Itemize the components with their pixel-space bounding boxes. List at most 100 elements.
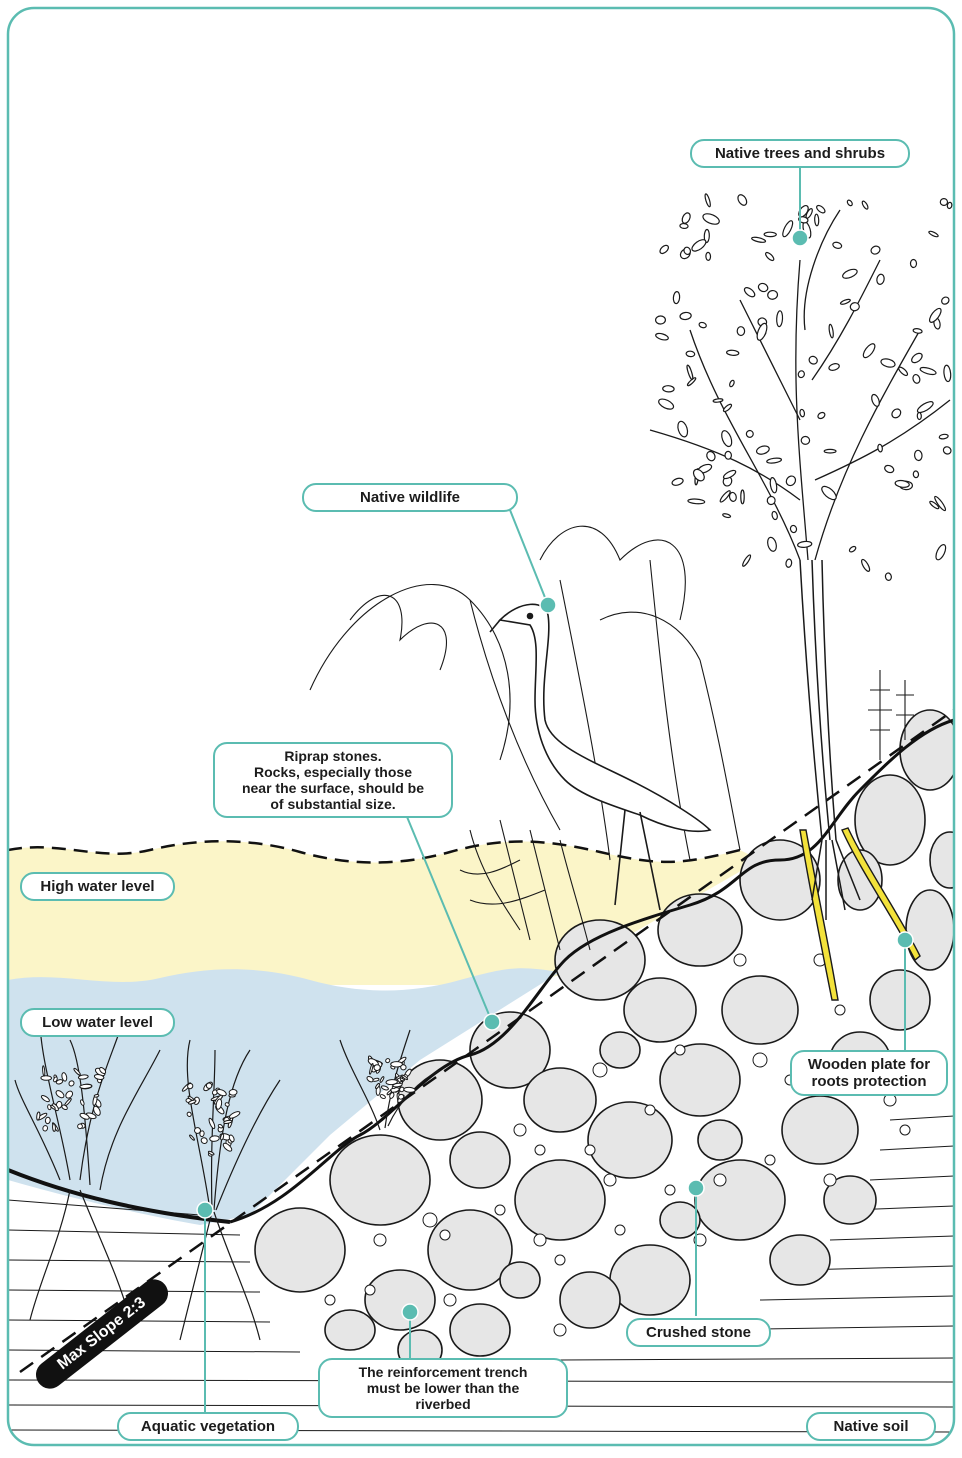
tree-leaf bbox=[751, 236, 766, 243]
tree-leaf bbox=[861, 200, 869, 210]
tree-leaf bbox=[741, 554, 751, 567]
label-wooden-plate: Wooden plate for roots protection bbox=[790, 1050, 948, 1096]
tree-leaf bbox=[676, 420, 689, 438]
tree-leaf bbox=[673, 291, 680, 303]
tree-leaf bbox=[764, 251, 775, 262]
tree-leaf bbox=[725, 451, 732, 459]
tree-leaf bbox=[771, 511, 778, 520]
tree-leaf bbox=[880, 357, 896, 368]
tree-leaf bbox=[729, 380, 735, 388]
aquatic-leaf bbox=[45, 1117, 51, 1124]
tree-leaf bbox=[720, 429, 734, 448]
tree-leaf bbox=[686, 365, 694, 380]
tree-leaf bbox=[940, 198, 948, 205]
tree-leaf bbox=[741, 490, 744, 504]
tree-leaf bbox=[824, 449, 836, 453]
tree-leaf bbox=[769, 477, 778, 493]
tree-leaf bbox=[784, 474, 797, 487]
tree-leaf bbox=[885, 573, 892, 581]
label-riprap: Riprap stones. Rocks, especially those n… bbox=[213, 742, 453, 818]
tree-leaf bbox=[884, 464, 895, 474]
tree-leaf bbox=[910, 259, 916, 267]
tree-leaf bbox=[797, 370, 805, 378]
tree-leaf bbox=[722, 513, 731, 518]
tree-leaf bbox=[832, 241, 842, 249]
tree-leaf bbox=[766, 536, 778, 552]
tree-leaf bbox=[706, 252, 711, 260]
tree-leaf bbox=[722, 403, 732, 413]
tree-leaf bbox=[658, 244, 669, 255]
tree-leaf bbox=[870, 393, 881, 407]
tree-leaf bbox=[801, 436, 810, 445]
tree-leaf bbox=[657, 397, 675, 411]
tree-leaf bbox=[671, 477, 684, 487]
tree-leaf bbox=[756, 445, 771, 456]
tree-leaf bbox=[785, 559, 792, 568]
tree-leaf bbox=[743, 286, 757, 299]
tree-leaf bbox=[817, 411, 826, 419]
tree-leaf bbox=[681, 212, 692, 225]
tree-leaf bbox=[680, 223, 689, 228]
tree-leaf bbox=[910, 351, 924, 364]
tree-leaf bbox=[860, 558, 871, 572]
tree-leaf bbox=[934, 543, 948, 561]
label-native-trees: Native trees and shrubs bbox=[690, 139, 910, 168]
tree-leaf bbox=[841, 267, 858, 280]
tree-leaf bbox=[912, 374, 921, 384]
tree-leaf bbox=[917, 412, 921, 419]
tree-leaf bbox=[767, 290, 778, 300]
label-crushed-stone: Crushed stone bbox=[626, 1318, 771, 1347]
tree-leaf bbox=[890, 407, 902, 419]
tree-leaf bbox=[701, 212, 720, 227]
label-native-soil: Native soil bbox=[806, 1412, 936, 1441]
tree-leaf bbox=[820, 484, 839, 502]
tree-leaf bbox=[655, 316, 665, 325]
tree-leaf bbox=[764, 232, 776, 237]
tree-leaf bbox=[814, 214, 819, 226]
tree-leaf bbox=[790, 525, 798, 534]
tree-leaf bbox=[919, 366, 936, 376]
tree-leaf bbox=[799, 409, 805, 417]
tree-leaf bbox=[704, 193, 711, 207]
tree-leaf bbox=[840, 298, 851, 305]
tree-leaf bbox=[726, 350, 739, 356]
tree-leaf bbox=[766, 457, 781, 464]
tree-leaf bbox=[808, 355, 819, 366]
tree-leaf bbox=[680, 312, 692, 320]
tree-leaf bbox=[757, 282, 769, 293]
tree-leaf bbox=[846, 199, 853, 206]
tree-leaf bbox=[686, 351, 695, 357]
tree-leaf bbox=[755, 322, 769, 341]
tree-leaf bbox=[797, 541, 812, 548]
tree-leaf bbox=[877, 444, 883, 452]
tree-leaf bbox=[663, 385, 675, 392]
tree-leaf bbox=[713, 398, 723, 402]
tree-leaf bbox=[913, 471, 919, 478]
aquatic-leaf bbox=[194, 1127, 201, 1133]
aquatic-leaf bbox=[80, 1084, 92, 1089]
tree-leaf bbox=[815, 204, 826, 214]
aquatic-leaf bbox=[41, 1076, 52, 1081]
tree-leaf bbox=[828, 362, 840, 371]
aquatic-leaf bbox=[374, 1064, 381, 1071]
tree-leaf bbox=[745, 429, 754, 438]
label-low-water: Low water level bbox=[20, 1008, 175, 1037]
tree-leaf bbox=[698, 322, 707, 329]
tree-leaf bbox=[939, 434, 949, 440]
tree-leaf bbox=[943, 365, 951, 382]
tree-leaf bbox=[848, 545, 856, 553]
tree-leaf bbox=[928, 230, 939, 238]
tree-canopy bbox=[650, 210, 950, 560]
tree-leaf bbox=[914, 450, 922, 461]
tree-leaf bbox=[870, 245, 882, 256]
tree-leaf bbox=[737, 327, 745, 336]
aquatic-leaf bbox=[52, 1124, 55, 1132]
tree-leaf bbox=[861, 342, 877, 360]
tree-leaf bbox=[776, 311, 783, 327]
tree-leaf bbox=[655, 332, 669, 341]
tree-leaf bbox=[688, 499, 705, 505]
label-high-water: High water level bbox=[20, 872, 175, 901]
label-reinforcement-trench: The reinforcement trench must be lower t… bbox=[318, 1358, 568, 1418]
